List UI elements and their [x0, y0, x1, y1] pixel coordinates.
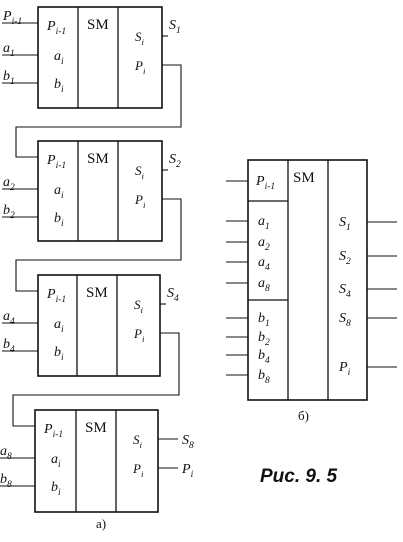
carry-in-label: Pi-1 — [43, 422, 63, 440]
external-a-label: a8 — [0, 444, 12, 462]
carry-chain-wire-1 — [15, 64, 182, 158]
output-p-label: Pi — [133, 326, 145, 344]
input-a-label: ai — [51, 452, 61, 470]
output-p-label: Pi — [132, 461, 144, 479]
four-bit-output-label: S8 — [339, 311, 351, 329]
carry-in-label: Pi-1 — [46, 287, 66, 305]
carry-in-label: Pi-1 — [46, 19, 66, 37]
external-a-label: a2 — [3, 175, 15, 193]
output-s-label: Si — [134, 297, 144, 315]
output-s-label: Si — [135, 29, 145, 47]
figure-caption: Рис. 9. 5 — [260, 466, 338, 487]
four-bit-a-input-label: a4 — [258, 255, 270, 273]
input-a-label: ai — [54, 183, 64, 201]
input-b-label: bi — [54, 211, 64, 229]
four-bit-output-label: Pi — [338, 360, 351, 378]
input-b-label: bi — [51, 480, 61, 498]
part-a-label: а) — [96, 516, 106, 531]
four-bit-b-input-label: b1 — [258, 311, 270, 329]
four-bit-b-input-label: b2 — [258, 330, 270, 348]
sm-label: SM — [86, 285, 108, 301]
four-bit-sm-label: SM — [293, 170, 315, 186]
part-b-label: б) — [298, 408, 309, 423]
adder-block-1 — [37, 6, 163, 109]
external-s-label: S2 — [169, 152, 181, 170]
four-bit-a-input-label: a2 — [258, 235, 270, 253]
external-b-label: b2 — [3, 203, 15, 221]
four-bit-output-label: S1 — [339, 215, 351, 233]
four-bit-adder-block — [247, 159, 368, 401]
sm-label: SM — [87, 17, 109, 33]
carry-chain-wire-3 — [12, 332, 180, 427]
external-b-label: b4 — [3, 337, 15, 355]
output-p-label: Pi — [134, 58, 146, 76]
output-s-label: Si — [133, 432, 143, 450]
four-bit-carry-in-label: Pi-1 — [255, 174, 275, 192]
input-b-label: bi — [54, 77, 64, 95]
external-carry-label: Pi-1 — [2, 9, 22, 27]
external-s-label: S8 — [182, 433, 194, 451]
four-bit-b-input-label: b4 — [258, 348, 270, 366]
carry-chain-wire-2 — [15, 198, 182, 292]
four-bit-output-label: S2 — [339, 249, 351, 267]
adder-block-4 — [34, 409, 159, 513]
four-bit-a-input-label: a1 — [258, 214, 270, 232]
external-s-label: S4 — [167, 286, 179, 304]
external-b-label: b1 — [3, 69, 15, 87]
carry-in-label: Pi-1 — [46, 153, 66, 171]
input-b-label: bi — [54, 345, 64, 363]
external-a-label: a4 — [3, 309, 15, 327]
output-s-label: Si — [135, 163, 145, 181]
input-a-label: ai — [54, 49, 64, 67]
external-a-label: a1 — [3, 41, 15, 59]
external-s-label: S1 — [169, 18, 181, 36]
four-bit-b-input-label: b8 — [258, 368, 270, 386]
sm-label: SM — [85, 420, 107, 436]
four-bit-output-label: S4 — [339, 282, 351, 300]
four-bit-a-input-label: a8 — [258, 276, 270, 294]
sm-label: SM — [87, 151, 109, 167]
output-p-label: Pi — [134, 192, 146, 210]
input-a-label: ai — [54, 317, 64, 335]
adder-block-3 — [37, 274, 161, 377]
adder-block-2 — [37, 140, 163, 242]
external-p-label: Pi — [181, 462, 194, 480]
external-b-label: b8 — [0, 472, 12, 490]
